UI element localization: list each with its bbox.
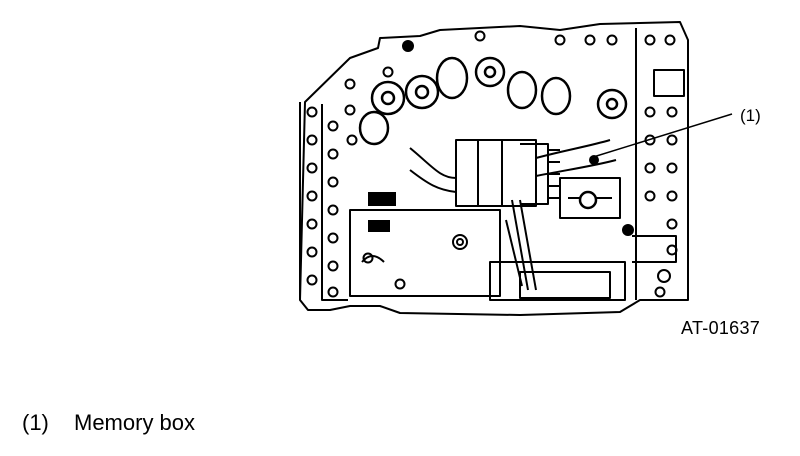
figure-code: AT-01637: [681, 318, 761, 338]
solenoids: [358, 56, 628, 210]
legend-item-number: (1): [22, 410, 49, 435]
callout-label: (1): [740, 106, 761, 125]
legend-item-label: Memory box: [74, 410, 196, 435]
callout-leader-line: [589, 113, 733, 159]
valve-body-plate: [299, 21, 689, 316]
memory-box: [455, 139, 537, 207]
legend: (1) Memory box: [22, 410, 195, 436]
